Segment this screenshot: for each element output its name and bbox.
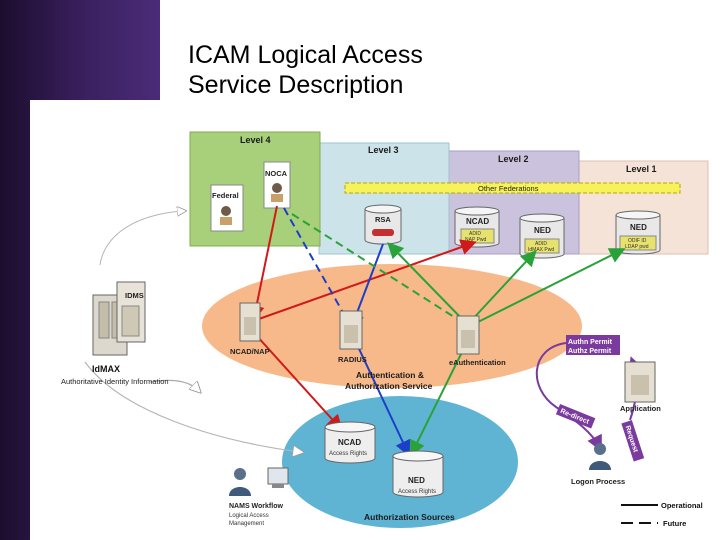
eauth-label: eAuthentication bbox=[449, 358, 506, 367]
nams-workflow: NAMS Workflow Logical Access Management bbox=[229, 467, 289, 527]
legend-future-label: Future bbox=[663, 519, 686, 528]
other-federations-label: Other Federations bbox=[478, 184, 539, 193]
rsa-token-icon bbox=[372, 229, 394, 236]
ned-rights-database: NED Access Rights bbox=[392, 450, 444, 498]
ned-level1-label: NED bbox=[630, 223, 647, 232]
auth-service-ellipse bbox=[202, 264, 582, 388]
idms-label: IDMS bbox=[125, 291, 144, 300]
ncad-credential-database: NCAD ADID NAP Pwd bbox=[454, 206, 500, 248]
green-lines bbox=[291, 213, 626, 457]
ned-rights-label: NED bbox=[408, 476, 425, 485]
level-4-label: Level 4 bbox=[240, 135, 271, 145]
application-server: Application bbox=[620, 361, 661, 413]
ned-level2-database: NED ADID IdMAX Pwd bbox=[519, 213, 565, 259]
title-line-2: Service Description bbox=[188, 71, 404, 99]
curve-arrow-top bbox=[96, 207, 184, 266]
eauth-server: eAuthentication bbox=[449, 315, 506, 367]
title-line-1: ICAM Logical Access bbox=[188, 41, 423, 69]
other-federations-bar bbox=[344, 182, 681, 194]
ncad-rights-label: NCAD bbox=[338, 438, 361, 447]
purple-arc bbox=[535, 342, 602, 452]
legend-operational-label: Operational bbox=[661, 501, 703, 510]
auth-service-label-2: Authorization Service bbox=[345, 381, 433, 391]
slide-title: ICAM Logical Access Service Description bbox=[188, 40, 423, 100]
green-dashed-noca-to-eauth bbox=[291, 213, 463, 323]
ncad-top-sub1: ADID bbox=[469, 231, 481, 237]
ncad-rights-database: NCAD Access Rights bbox=[324, 421, 376, 464]
federal-card: Federal bbox=[210, 184, 244, 232]
green-eauth-to-ned-l1 bbox=[477, 248, 626, 323]
noca-card: NOCA bbox=[263, 161, 291, 209]
ned-level2-sub2: IdMAX Pwd bbox=[528, 247, 554, 253]
radius-label: RADIUS bbox=[338, 355, 367, 364]
red-ncadnap-to-ncad-credential bbox=[255, 239, 477, 321]
ned-level1-database: NED ODIF ID LDAP pwd bbox=[615, 210, 661, 255]
flow-arrows-white bbox=[84, 207, 300, 452]
rsa-database: RSA bbox=[364, 204, 402, 245]
noca-label: NOCA bbox=[265, 169, 288, 178]
auth-sources-label: Authorization Sources bbox=[364, 512, 455, 522]
ned-rights-sub: Access Rights bbox=[398, 489, 436, 495]
ncadnap-server: NCAD/NAP bbox=[230, 302, 270, 356]
legend: Operational Future bbox=[621, 501, 703, 528]
ned-level2-label: NED bbox=[534, 226, 551, 235]
blue-radius-to-ned-rights bbox=[352, 335, 411, 457]
level-4-box bbox=[189, 131, 321, 247]
logon-process-label: Logon Process bbox=[571, 477, 625, 486]
curve-arrow-right bbox=[149, 379, 198, 390]
rsa-label: RSA bbox=[375, 215, 391, 224]
curve-arrow-bottom bbox=[84, 361, 300, 452]
nams-line2: Logical Access bbox=[229, 513, 269, 519]
red-ncadnap-to-ncad-rights bbox=[255, 334, 343, 431]
ncad-top-label: NCAD bbox=[466, 217, 489, 226]
idmax-server: IDMS IdMAX Authoritative Identity Inform… bbox=[61, 281, 169, 386]
ned-level2-sub1: ADID bbox=[535, 241, 547, 247]
auth-service-label-1: Authentication & bbox=[356, 370, 424, 380]
ncad-top-sub2: NAP Pwd bbox=[465, 237, 487, 243]
logon-user: Logon Process bbox=[571, 443, 625, 486]
level-2-label: Level 2 bbox=[498, 154, 529, 164]
blue-dashed-noca-to-radius bbox=[283, 207, 351, 326]
ncadnap-label: NCAD/NAP bbox=[230, 347, 270, 356]
green-eauth-to-rsa bbox=[387, 242, 467, 324]
red-lines bbox=[248, 205, 477, 431]
green-eauth-to-ned-l2 bbox=[469, 250, 537, 323]
red-noca-to-ncadnap bbox=[248, 205, 278, 322]
idmax-label: IdMAX bbox=[92, 364, 120, 374]
nams-line3: Management bbox=[229, 521, 264, 527]
ncad-rights-sub: Access Rights bbox=[329, 451, 367, 457]
federal-label: Federal bbox=[212, 191, 239, 200]
level-1-label: Level 1 bbox=[626, 164, 657, 174]
nams-line1: NAMS Workflow bbox=[229, 503, 283, 510]
ned-level1-sub2: LDAP pwd bbox=[625, 244, 649, 250]
idmax-subtitle: Authoritative Identity Information bbox=[61, 377, 169, 386]
level-3-label: Level 3 bbox=[368, 145, 399, 155]
application-label: Application bbox=[620, 404, 661, 413]
authn-permit-label: Authn Permit bbox=[568, 339, 613, 346]
authz-permit-label: Authz Permit bbox=[568, 348, 612, 355]
green-eauth-to-ned-rights bbox=[410, 339, 469, 457]
radius-server: RADIUS bbox=[338, 310, 367, 364]
ned-level1-sub1: ODIF ID bbox=[628, 238, 647, 244]
